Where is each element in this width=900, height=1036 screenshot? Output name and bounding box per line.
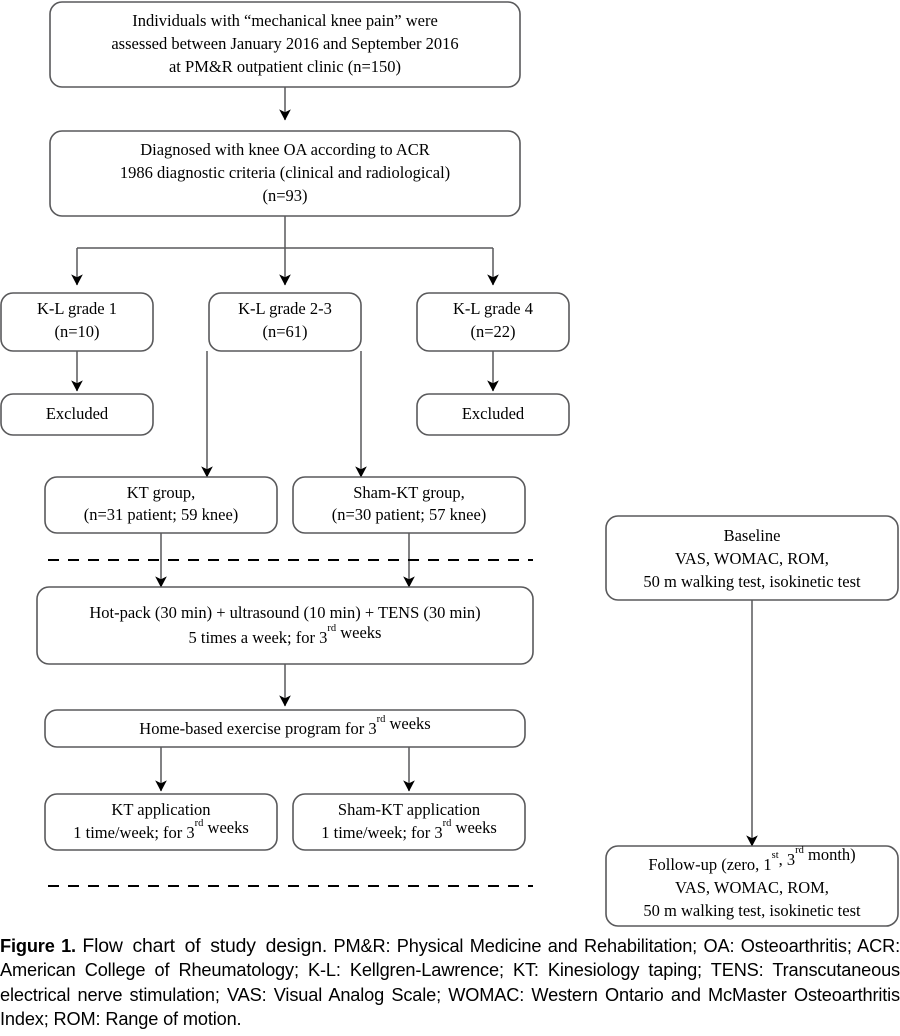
node-sham-kt-group-box [292, 476, 526, 534]
node-kl-grade-2-3-box [208, 292, 362, 352]
node-kl-grade-1-box [0, 292, 154, 352]
node-sham-kt-group-line-0: Sham-KT group, [353, 483, 465, 502]
node-kl-grade-2-3-line-0: K-L grade 2-3 [238, 299, 332, 318]
node-kl-grade-4-line-1: (n=22) [470, 322, 515, 341]
node-excluded-left-label: Excluded [46, 404, 109, 423]
node-kt-group-box [44, 476, 278, 534]
node-kt-group: KT group, (n=31 patient; 59 knee) [44, 476, 278, 534]
figure-label: Figure 1. [0, 936, 76, 956]
node-kl-grade-1-line-0: K-L grade 1 [37, 299, 117, 318]
figure-caption: Figure 1. Flow chart of study design. PM… [0, 934, 900, 1031]
figure-abbreviations: PM&R: Physical Medicine and Rehabilitati… [0, 936, 900, 1029]
node-screening-line-2: at PM&R outpatient clinic (n=150) [169, 57, 401, 76]
node-screening-line-1: assessed between January 2016 and Septem… [111, 34, 458, 53]
node-kl-grade-4-box [416, 292, 570, 352]
node-followup-line-1: VAS, WOMAC, ROM, [675, 878, 829, 897]
node-diagnosis-box [49, 130, 521, 217]
node-sham-kt-group: Sham-KT group, (n=30 patient; 57 knee) [292, 476, 526, 534]
node-diagnosis-line-2: (n=93) [262, 186, 307, 205]
node-diagnosis: Diagnosed with knee OA according to ACR … [49, 130, 521, 217]
node-kl-grade-2-3-line-1: (n=61) [262, 322, 307, 341]
node-sham-kt-application-line-0: Sham-KT application [338, 800, 480, 819]
node-kl-grade-4: K-L grade 4 (n=22) [416, 292, 570, 352]
node-diagnosis-line-1: 1986 diagnostic criteria (clinical and r… [120, 163, 450, 182]
node-baseline-line-2: 50 m walking test, isokinetic test [643, 572, 861, 591]
node-diagnosis-line-0: Diagnosed with knee OA according to ACR [140, 140, 430, 159]
node-home-exercise: Home-based exercise program for 3rd week… [44, 709, 526, 748]
node-sham-kt-group-line-1: (n=30 patient; 57 knee) [332, 505, 487, 524]
node-kt-group-line-0: KT group, [127, 483, 195, 502]
node-kl-grade-2-3: K-L grade 2-3 (n=61) [208, 292, 362, 352]
node-excluded-right-box [416, 393, 570, 436]
node-followup-assessment: Follow-up (zero, 1st, 3rd month) VAS, WO… [605, 845, 899, 927]
node-sham-kt-application-box [292, 793, 526, 851]
node-baseline-box [605, 515, 899, 601]
node-kl-grade-1: K-L grade 1 (n=10) [0, 292, 154, 352]
node-baseline-assessment: Baseline VAS, WOMAC, ROM, 50 m walking t… [605, 515, 899, 601]
node-kt-application-line-1: 1 time/week; for 3rd weeks [73, 818, 249, 842]
node-physical-therapy-line-0: Hot-pack (30 min) + ultrasound (10 min) … [89, 603, 480, 622]
node-excluded-right: Excluded [416, 393, 570, 436]
node-physical-therapy-box [36, 586, 534, 665]
node-physical-therapy-line-1: 5 times a week; for 3rd weeks [189, 623, 382, 647]
node-kl-grade-1-line-1: (n=10) [54, 322, 99, 341]
node-kt-application-box [44, 793, 278, 851]
node-followup-box [605, 845, 899, 927]
node-sham-kt-application-line-1: 1 time/week; for 3rd weeks [321, 818, 497, 842]
node-kt-application: KT application 1 time/week; for 3rd week… [44, 793, 278, 851]
node-followup-line-2: 50 m walking test, isokinetic test [643, 901, 861, 920]
node-excluded-right-label: Excluded [462, 404, 525, 423]
node-screening: Individuals with “mechanical knee pain” … [49, 1, 521, 88]
node-kl-grade-4-line-0: K-L grade 4 [453, 299, 533, 318]
connector-layer [48, 87, 758, 887]
node-screening-line-0: Individuals with “mechanical knee pain” … [132, 11, 438, 30]
node-baseline-line-1: VAS, WOMAC, ROM, [675, 549, 829, 568]
node-kt-group-line-1: (n=31 patient; 59 knee) [84, 505, 239, 524]
figure-description: Flow chart of study design. [82, 935, 328, 957]
study-design-flowchart: Individuals with “mechanical knee pain” … [0, 1, 899, 927]
node-baseline-line-0: Baseline [724, 526, 781, 545]
node-home-exercise-line-0: Home-based exercise program for 3rd week… [139, 714, 430, 738]
node-excluded-left-box [0, 393, 154, 436]
node-followup-line-0: Follow-up (zero, 1st, 3rd month) [648, 845, 855, 874]
node-screening-box [49, 1, 521, 88]
node-excluded-left: Excluded [0, 393, 154, 436]
node-physical-therapy: Hot-pack (30 min) + ultrasound (10 min) … [36, 586, 534, 665]
node-sham-kt-application: Sham-KT application 1 time/week; for 3rd… [292, 793, 526, 851]
node-kt-application-line-0: KT application [111, 800, 210, 819]
node-home-exercise-box [44, 709, 526, 748]
